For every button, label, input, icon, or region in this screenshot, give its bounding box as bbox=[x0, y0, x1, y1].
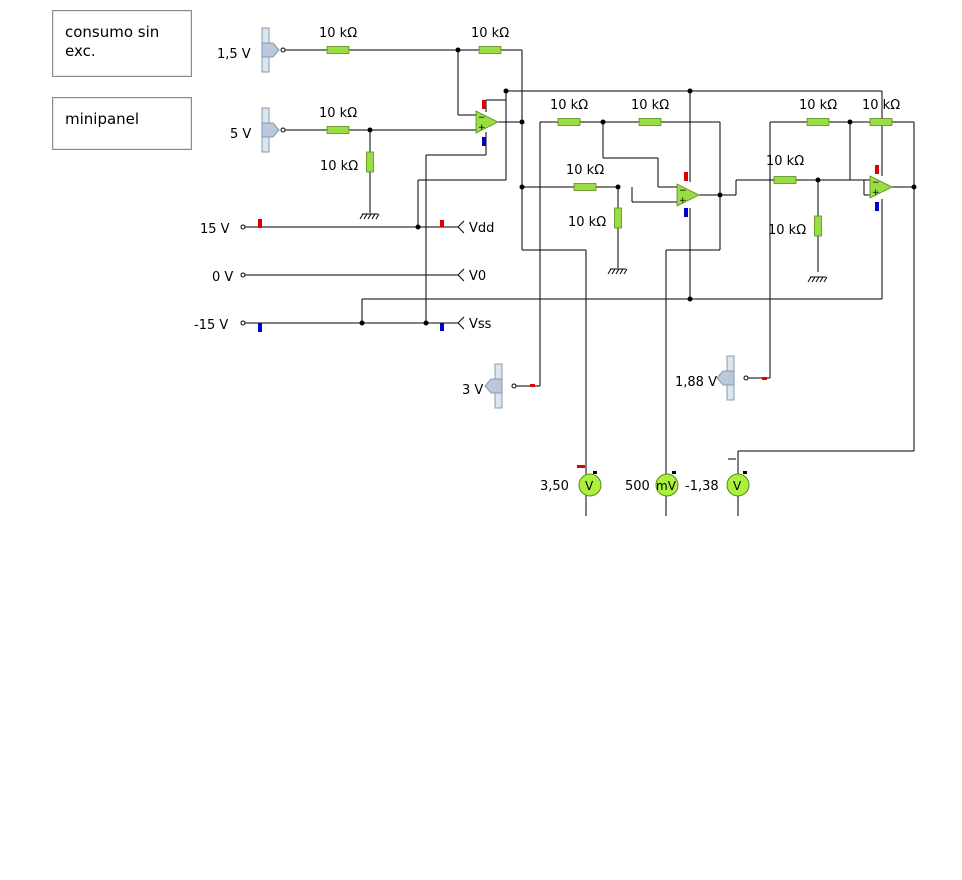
consumo-sin-exc-button[interactable]: consumo sin exc. bbox=[52, 10, 192, 77]
resistor-label: 10 kΩ bbox=[319, 26, 357, 41]
resistor-r9[interactable] bbox=[806, 118, 830, 126]
opamp-2[interactable] bbox=[676, 183, 700, 207]
resistor-label: 10 kΩ bbox=[768, 223, 806, 238]
resistor-label: 10 kΩ bbox=[566, 163, 604, 178]
resistor-label: 10 kΩ bbox=[550, 98, 588, 113]
resistor-r11[interactable] bbox=[773, 176, 797, 184]
opamp-3[interactable] bbox=[869, 175, 893, 199]
minipanel-button[interactable]: minipanel bbox=[52, 97, 192, 150]
source-value: 3 V bbox=[462, 383, 483, 398]
v0-value: 0 V bbox=[212, 270, 233, 285]
resistor-label: 10 kΩ bbox=[862, 98, 900, 113]
vdd-value: 15 V bbox=[200, 222, 230, 237]
resistor-label: 10 kΩ bbox=[320, 159, 358, 174]
meter-unit: V bbox=[733, 479, 742, 493]
resistor-r6[interactable] bbox=[638, 118, 662, 126]
ground-icon bbox=[359, 213, 380, 220]
source-value: 1,88 V bbox=[675, 375, 717, 390]
meter-unit: mV bbox=[656, 479, 677, 493]
resistor-r2[interactable] bbox=[478, 46, 502, 54]
resistor-r10[interactable] bbox=[869, 118, 893, 126]
source-value: 5 V bbox=[230, 127, 251, 142]
vss-label: Vss bbox=[469, 317, 492, 332]
opamp-1[interactable] bbox=[475, 110, 499, 134]
resistor-r3[interactable] bbox=[326, 126, 350, 134]
resistor-r4[interactable] bbox=[366, 151, 374, 173]
source-value: 1,5 V bbox=[217, 47, 251, 62]
resistor-label: 10 kΩ bbox=[471, 26, 509, 41]
resistor-r8[interactable] bbox=[614, 207, 622, 229]
v0-label: V0 bbox=[469, 269, 486, 284]
ground-icon bbox=[807, 276, 828, 283]
resistor-label: 10 kΩ bbox=[319, 106, 357, 121]
resistor-label: 10 kΩ bbox=[766, 154, 804, 169]
vdd-label: Vdd bbox=[469, 221, 494, 236]
resistor-r5[interactable] bbox=[557, 118, 581, 126]
voltage-slider-2[interactable] bbox=[261, 107, 280, 153]
resistor-r1[interactable] bbox=[326, 46, 350, 54]
ground-icon bbox=[607, 268, 628, 275]
voltage-slider-3[interactable] bbox=[484, 363, 503, 409]
meter-reading: 500 bbox=[625, 479, 650, 494]
resistor-label: 10 kΩ bbox=[568, 215, 606, 230]
resistor-r7[interactable] bbox=[573, 183, 597, 191]
meter-reading: 3,50 bbox=[540, 479, 569, 494]
resistor-label: 10 kΩ bbox=[631, 98, 669, 113]
resistor-label: 10 kΩ bbox=[799, 98, 837, 113]
voltage-slider-4[interactable] bbox=[716, 355, 735, 401]
resistor-r12[interactable] bbox=[814, 215, 822, 237]
vss-value: -15 V bbox=[194, 318, 228, 333]
meter-reading: -1,38 bbox=[685, 479, 719, 494]
voltage-slider-1[interactable] bbox=[261, 27, 280, 73]
meter-unit: V bbox=[585, 479, 594, 493]
